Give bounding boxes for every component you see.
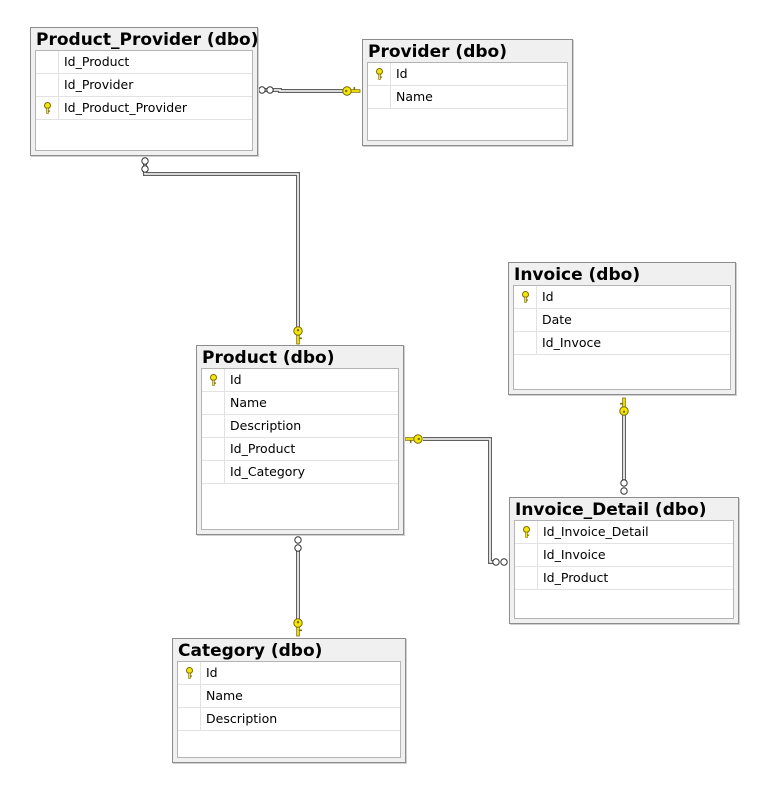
column-name: Name: [206, 688, 243, 703]
key-cell: [36, 51, 59, 73]
column-name: Id_Provider: [64, 77, 134, 92]
key-cell: [36, 74, 59, 96]
column-row[interactable]: Date: [514, 309, 730, 332]
key-end-icon: [293, 618, 303, 637]
column-name: Date: [542, 312, 572, 327]
column-name: Id: [396, 66, 408, 81]
column-name: Id_Product: [64, 54, 130, 69]
column-name: Name: [396, 89, 433, 104]
many-end-icon: [492, 558, 508, 566]
column-name: Id: [230, 372, 242, 387]
key-end-icon: [619, 397, 629, 416]
relationship-product-category: [293, 536, 303, 637]
key-cell: [202, 369, 225, 391]
column-row[interactable]: Description: [178, 708, 400, 731]
relationship-line-outer: [143, 160, 300, 328]
table-title: Provider (dbo): [368, 42, 507, 62]
key-cell: [202, 415, 225, 437]
column-name: Id_Invoice: [543, 547, 606, 562]
column-row[interactable]: Id_Provider: [36, 74, 252, 97]
column-name: Id_Invoce: [542, 335, 602, 350]
key-cell: [514, 309, 537, 331]
column-row[interactable]: Name: [202, 392, 398, 415]
table-title: Invoice_Detail (dbo): [515, 500, 707, 520]
key-cell: [515, 521, 538, 543]
relationship-line-inner: [423, 438, 498, 563]
column-row[interactable]: Id_Invoice_Detail: [515, 521, 733, 544]
relationship-line-outer: [423, 437, 498, 564]
key-cell: [202, 438, 225, 460]
relationship-line-inner: [144, 160, 299, 328]
column-row[interactable]: Id: [514, 286, 730, 309]
column-row[interactable]: Id_Product: [202, 438, 398, 461]
column-row[interactable]: Id: [202, 369, 398, 392]
key-cell: [36, 97, 59, 119]
relationship-invoice-detail-invoice: [619, 397, 629, 495]
column-row[interactable]: Id_Category: [202, 461, 398, 484]
table-title: Invoice (dbo): [514, 265, 641, 285]
column-name: Id_Product: [230, 441, 296, 456]
column-name: Id: [542, 289, 554, 304]
table-title: Category (dbo): [178, 641, 323, 661]
column-row[interactable]: Id: [368, 63, 567, 86]
column-name: Id_Category: [230, 464, 305, 479]
key-cell: [514, 332, 537, 354]
key-cell: [178, 685, 201, 707]
column-row[interactable]: Description: [202, 415, 398, 438]
column-row[interactable]: Id_Invoice: [515, 544, 733, 567]
table-title: Product (dbo): [202, 348, 335, 368]
many-end-icon: [258, 86, 274, 94]
key-cell: [202, 392, 225, 414]
many-end-icon: [294, 536, 302, 552]
column-name: Id_Invoice_Detail: [543, 524, 649, 539]
column-name: Id: [206, 665, 218, 680]
relationship-invoice-detail-product: [404, 434, 508, 566]
key-end-icon: [342, 86, 361, 96]
key-cell: [178, 662, 201, 684]
column-row[interactable]: Id_Invoce: [514, 332, 730, 355]
column-row[interactable]: Name: [368, 86, 567, 109]
many-end-icon: [141, 157, 149, 173]
column-row[interactable]: Id_Product: [36, 51, 252, 74]
column-name: Name: [230, 395, 267, 410]
key-cell: [368, 63, 391, 85]
column-row[interactable]: Name: [178, 685, 400, 708]
column-name: Description: [230, 418, 302, 433]
key-cell: [514, 286, 537, 308]
relationship-product-provider-product: [141, 157, 303, 345]
column-name: Id_Product_Provider: [64, 100, 188, 115]
column-row[interactable]: Id_Product_Provider: [36, 97, 252, 120]
key-cell: [178, 708, 201, 730]
key-end-icon: [293, 326, 303, 345]
column-name: Id_Product: [543, 570, 609, 585]
key-cell: [515, 567, 538, 589]
column-name: Description: [206, 711, 278, 726]
key-cell: [368, 86, 391, 108]
column-row[interactable]: Id_Product: [515, 567, 733, 590]
key-cell: [515, 544, 538, 566]
column-row[interactable]: Id: [178, 662, 400, 685]
key-cell: [202, 461, 225, 483]
relationship-product-provider-provider: [258, 86, 361, 96]
key-end-icon: [404, 434, 423, 444]
table-title: Product_Provider (dbo): [36, 30, 259, 50]
many-end-icon: [620, 479, 628, 495]
